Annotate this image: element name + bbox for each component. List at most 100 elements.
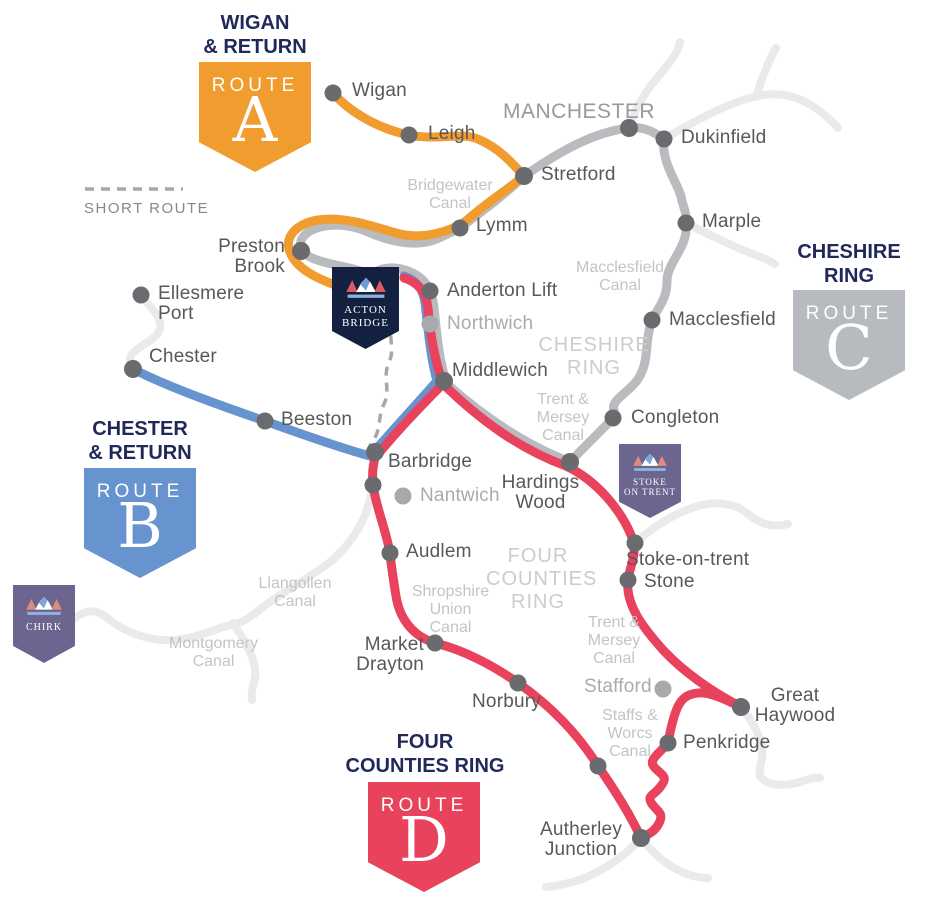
- dot-audlem: [381, 544, 399, 562]
- route-c-title: CHESHIRE RING: [797, 241, 901, 287]
- route-b-letter: B: [117, 489, 163, 562]
- dot-hardings-wood: [561, 453, 579, 471]
- route-c-word: ROUTE: [805, 303, 893, 324]
- dot-nantwich: [394, 487, 412, 505]
- town-label-lymm: Lymm: [476, 215, 528, 236]
- town-label-barbridge: Barbridge: [388, 451, 473, 472]
- canal-label-macclesfield: Macclesfield Canal: [575, 259, 665, 294]
- ring-label-cheshire: CHESHIRE RING: [538, 334, 650, 379]
- town-label-chester: Chester: [149, 346, 217, 367]
- canal-autherley-southeast: [637, 834, 712, 882]
- dot-great-haywood: [732, 698, 750, 716]
- crown-icon: [26, 596, 62, 615]
- canal-label-trent-mersey-north: Trent & Mersey Canal: [536, 391, 590, 444]
- town-label-great-haywood: Great Haywood: [754, 685, 836, 727]
- dot-penkridge: [659, 734, 677, 752]
- route-a-word: ROUTE: [211, 75, 299, 96]
- stoke-badge-label-line2: ON TRENT: [623, 487, 677, 498]
- route-a-title: WIGAN & RETURN: [203, 12, 307, 58]
- stoke-badge-label-line1: STOKE: [633, 477, 667, 487]
- route-a-letter: A: [232, 83, 278, 156]
- acton-bridge-label-line1: ACTON: [344, 304, 387, 316]
- dot-marple: [677, 214, 695, 232]
- canal-huddersfield-branch: [752, 44, 780, 101]
- town-label-leigh: Leigh: [428, 123, 476, 144]
- dot-dukinfield: [655, 130, 673, 148]
- town-label-northwich: Northwich: [447, 313, 534, 334]
- dot-preston-brook: [292, 242, 310, 260]
- town-label-audlem: Audlem: [406, 541, 472, 562]
- dot-stretford: [515, 167, 533, 185]
- town-label-preston-brook: Preston Brook: [218, 236, 285, 278]
- town-label-stretford: Stretford: [541, 164, 616, 185]
- town-label-beeston: Beeston: [281, 409, 353, 430]
- ring-label-four-counties: FOUR COUNTIES RING: [486, 545, 598, 613]
- dot-manchester-junction: [620, 119, 638, 137]
- dot-middlewich: [435, 372, 453, 390]
- canal-manchester-north: [625, 38, 684, 132]
- canal-label-montgomery: Montgomery Canal: [169, 635, 258, 670]
- canal-label-staffs-worcs: Staffs & Worcs Canal: [602, 707, 658, 760]
- dot-northwich: [421, 315, 439, 333]
- route-d-letter: D: [399, 803, 449, 876]
- stoke-on-trent-badge: STOKE ON TRENT: [619, 444, 681, 518]
- canal-great-haywood-south: [737, 703, 824, 789]
- dot-leigh: [400, 126, 418, 144]
- canal-label-llangollen: Llangollen Canal: [258, 575, 332, 610]
- canal-llangollen: [71, 483, 377, 645]
- route-b-title: CHESTER & RETURN: [88, 418, 192, 464]
- dot-hurleston-junction: [364, 476, 382, 494]
- town-label-norbury: Norbury: [472, 691, 541, 712]
- route-a-path: [284, 88, 529, 308]
- town-label-ellesmere-port: Ellesmere Port: [158, 283, 245, 325]
- dot-stone: [619, 571, 637, 589]
- canal-autherley-southwest: [542, 834, 645, 891]
- dot-beeston: [256, 412, 274, 430]
- route-c-path: [296, 123, 691, 467]
- dot-norbury: [509, 674, 527, 692]
- route-c-letter: C: [825, 311, 873, 384]
- acton-bridge-badge: ACTON BRIDGE: [332, 267, 399, 349]
- route-d-word: ROUTE: [380, 795, 468, 816]
- dot-market-drayton: [426, 634, 444, 652]
- dot-anderton-lift: [421, 282, 439, 300]
- town-label-stafford: Stafford: [584, 676, 652, 697]
- town-label-marple: Marple: [702, 211, 762, 232]
- city-label-manchester: MANCHESTER: [503, 100, 656, 123]
- chirk-badge-label: CHIRK: [25, 622, 63, 633]
- canal-label-bridgewater: Bridgewater Canal: [407, 177, 493, 212]
- dot-barbridge: [366, 443, 384, 461]
- crown-icon: [345, 277, 386, 298]
- dot-macclesfield: [643, 311, 661, 329]
- town-label-market-drayton: Market Drayton: [356, 634, 424, 676]
- short-route-label: SHORT ROUTE: [84, 200, 210, 217]
- town-label-macclesfield: Macclesfield: [669, 309, 776, 330]
- town-label-dukinfield: Dukinfield: [681, 127, 767, 148]
- route-d-path: [368, 273, 746, 843]
- dot-ellesmere-port: [132, 286, 150, 304]
- town-dots: [124, 84, 750, 847]
- town-label-autherley-junction: Autherley Junction: [539, 819, 623, 861]
- town-label-hardings-wood: Hardings Wood: [501, 472, 580, 514]
- acton-bridge-label-line2: BRIDGE: [342, 316, 389, 329]
- canal-label-trent-mersey-south: Trent & Mersey Canal: [587, 614, 641, 667]
- canal-marple-branch: [682, 219, 779, 268]
- dot-autherley-junction: [632, 829, 650, 847]
- canal-montgomery: [229, 619, 260, 704]
- dot-chester: [124, 360, 142, 378]
- faded-canals: [71, 38, 842, 891]
- dot-wigan: [324, 84, 342, 102]
- town-label-stone: Stone: [644, 571, 695, 592]
- canal-label-shropshire-union: Shropshire Union Canal: [411, 583, 490, 636]
- town-label-penkridge: Penkridge: [683, 732, 771, 753]
- dot-stafford: [654, 680, 672, 698]
- town-label-anderton-lift: Anderton Lift: [447, 280, 558, 301]
- route-b-word: ROUTE: [96, 481, 184, 502]
- dot-wolverhampton-junction: [589, 757, 607, 775]
- dot-congleton: [604, 409, 622, 427]
- chirk-badge: CHIRK: [13, 585, 75, 663]
- crown-icon: [633, 453, 667, 471]
- town-label-wigan: Wigan: [352, 80, 407, 101]
